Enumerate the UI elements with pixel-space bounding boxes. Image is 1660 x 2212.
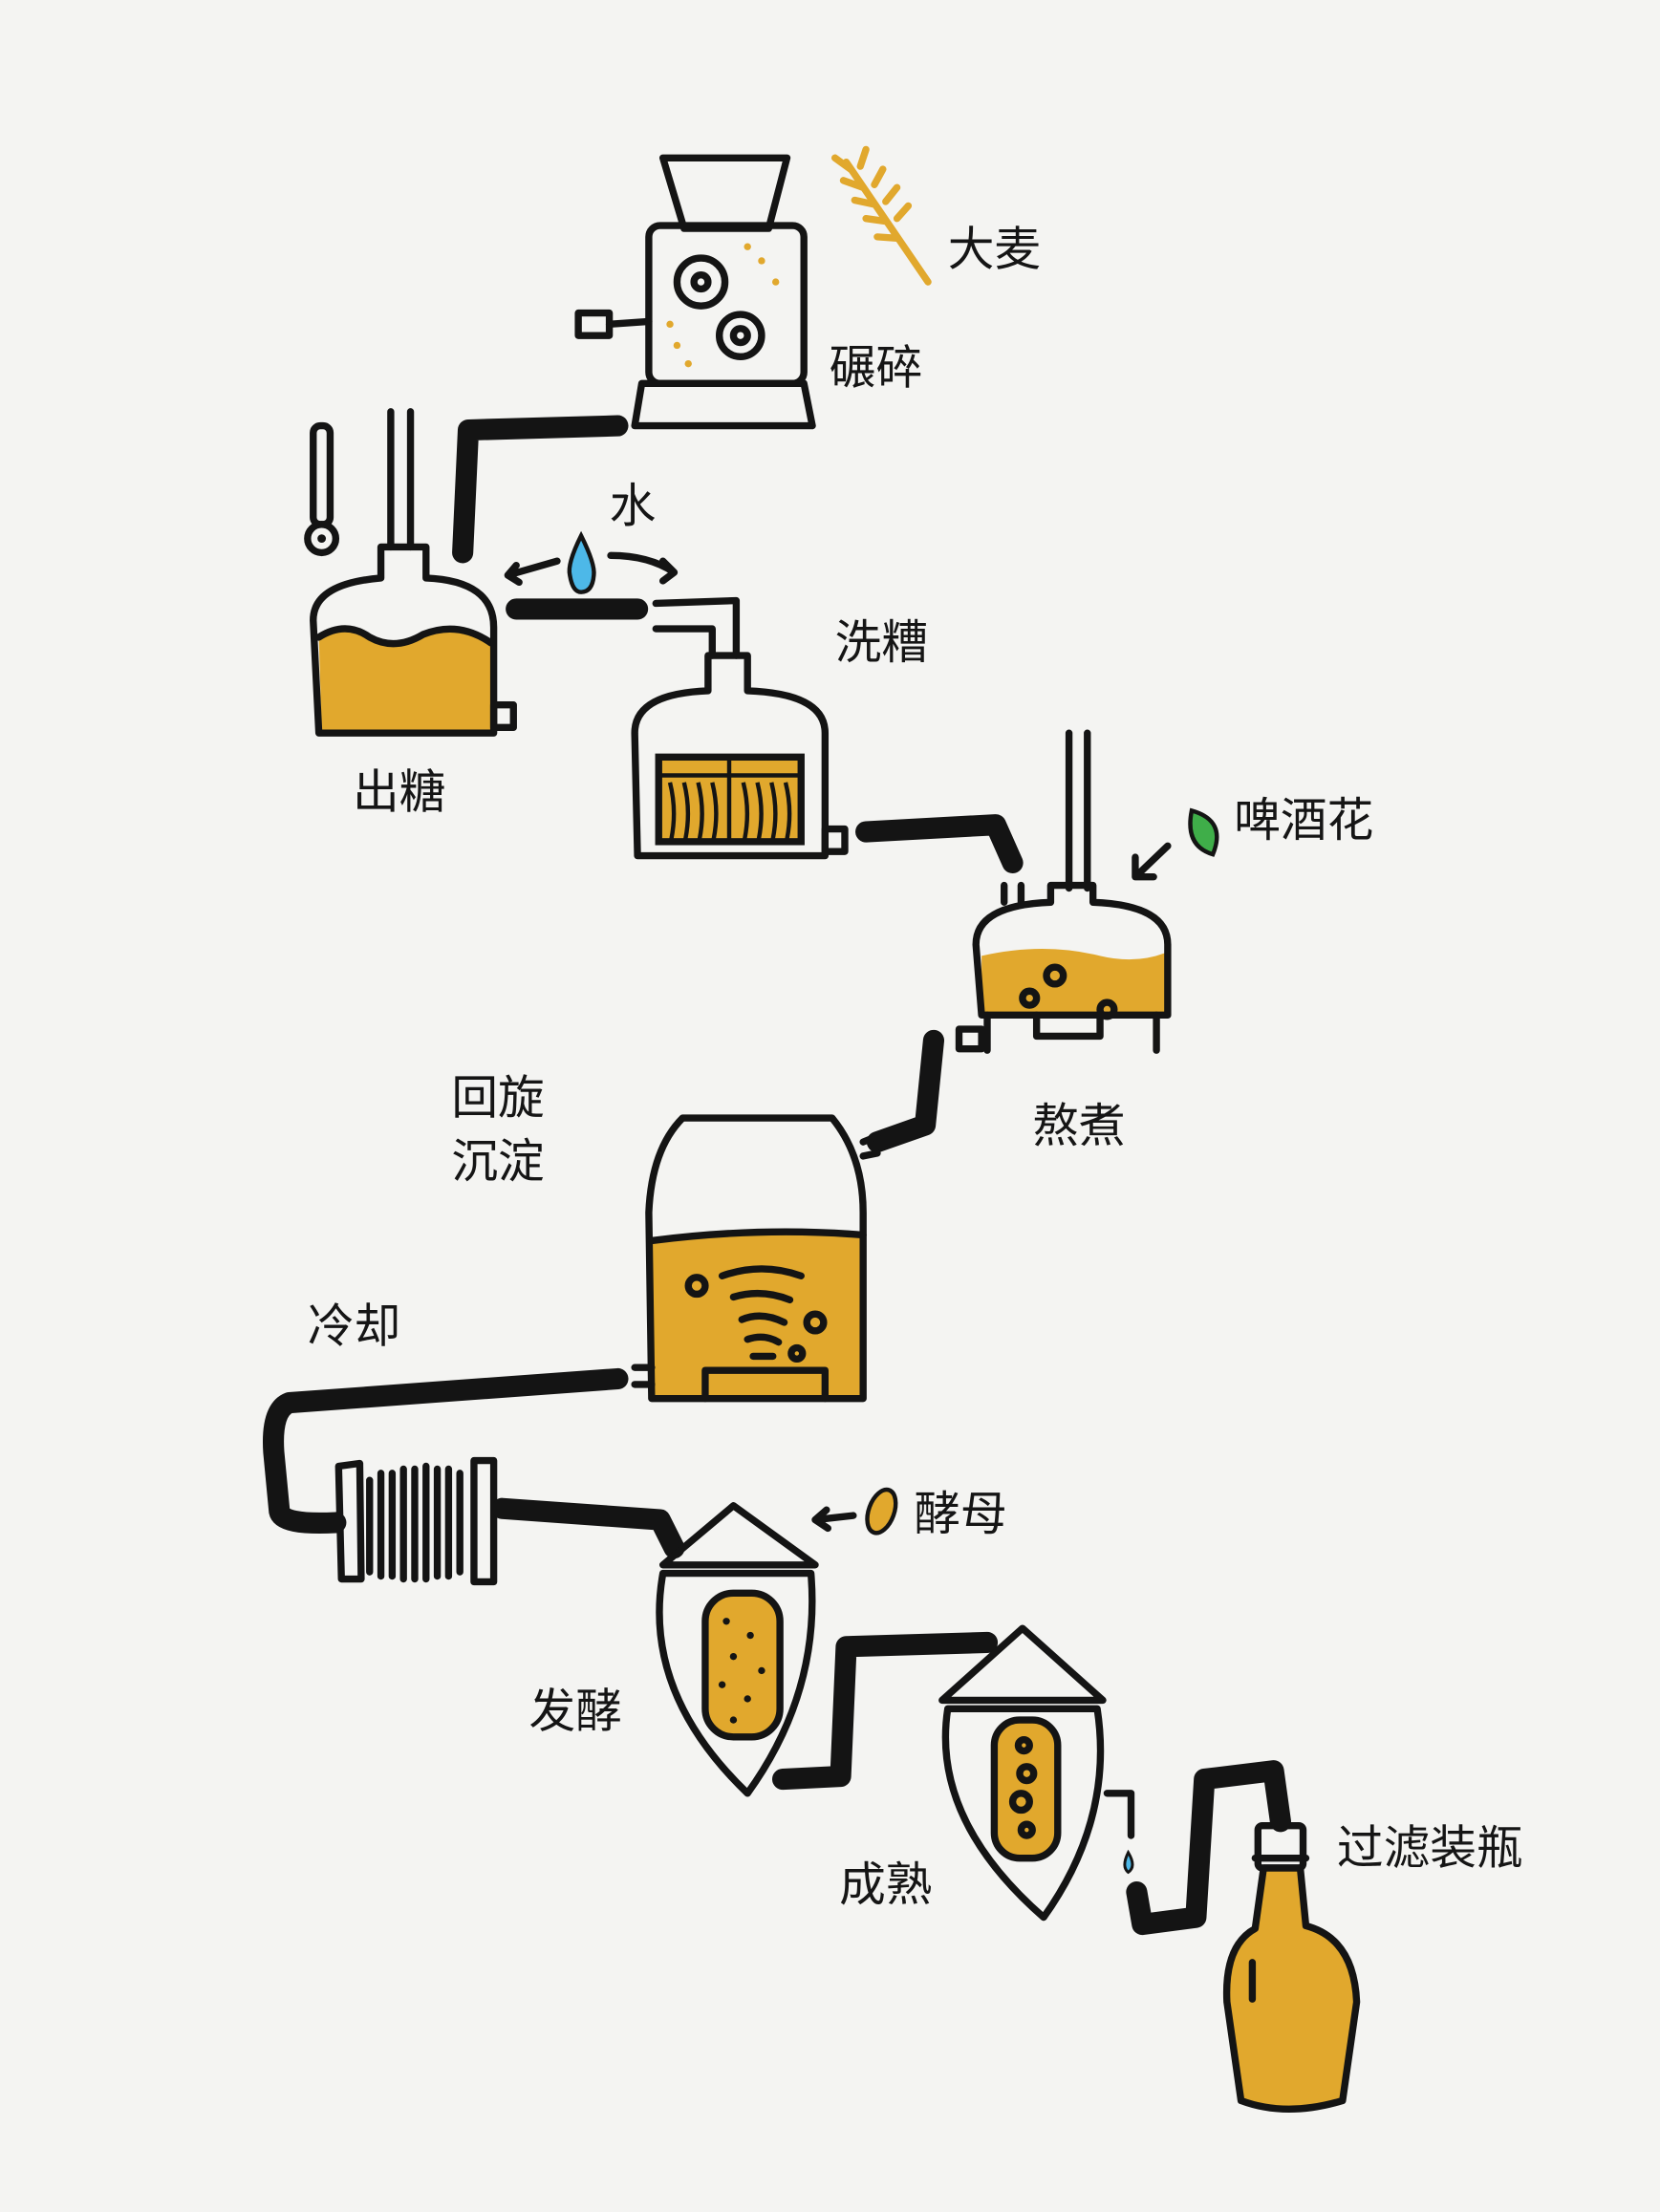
lauter-tun-icon: [631, 652, 849, 860]
pipe: [652, 596, 741, 659]
label-water: 水: [610, 480, 657, 533]
label-filter-bottle: 过滤装瓶: [1337, 1822, 1523, 1876]
hop-leaf-icon: [1188, 807, 1219, 857]
whirlpool-tank-icon: [631, 1114, 881, 1403]
label-fermentation: 发酵: [528, 1685, 621, 1738]
label-milling: 碾碎: [830, 341, 922, 395]
pipe: [772, 1631, 999, 1791]
label-whirlpool-1: 回旋: [451, 1072, 544, 1126]
label-yeast: 酵母: [914, 1488, 1006, 1541]
label-whirlpool-2: 沉淀: [451, 1135, 544, 1189]
conditioning-tank-icon: [938, 1624, 1135, 1922]
pipe: [866, 1029, 945, 1153]
thermometer-icon: [304, 421, 340, 557]
label-wort: 出糖: [353, 765, 445, 819]
grinder-icon: [574, 154, 816, 430]
label-hops: 啤酒花: [1234, 794, 1373, 848]
label-boiling: 熬煮: [1032, 1100, 1125, 1153]
pipe: [855, 814, 1024, 874]
kettle-icon: [955, 729, 1172, 1054]
label-barley: 大麦: [948, 223, 1041, 276]
arrow-icon: [811, 1506, 857, 1533]
label-cooling: 冷却: [308, 1300, 400, 1354]
bottle-icon: [1222, 1822, 1361, 2113]
water-drop-icon: [567, 530, 596, 594]
label-maturation: 成熟: [839, 1858, 932, 1912]
pipe: [1126, 1760, 1291, 1936]
arrow-icon: [607, 551, 679, 585]
arrow-icon: [504, 557, 561, 587]
pipe: [491, 1497, 685, 1559]
pipe: [262, 1367, 629, 1535]
barley-icon: [830, 145, 932, 286]
pipe: [452, 415, 629, 564]
yeast-icon: [865, 1487, 898, 1536]
mash-tun-icon: [310, 408, 517, 737]
label-sparging: 洗糟: [835, 616, 928, 670]
arrow-icon: [1132, 842, 1172, 881]
fermenter-icon: [656, 1502, 819, 1797]
cooling-coil-icon: [334, 1456, 498, 1586]
